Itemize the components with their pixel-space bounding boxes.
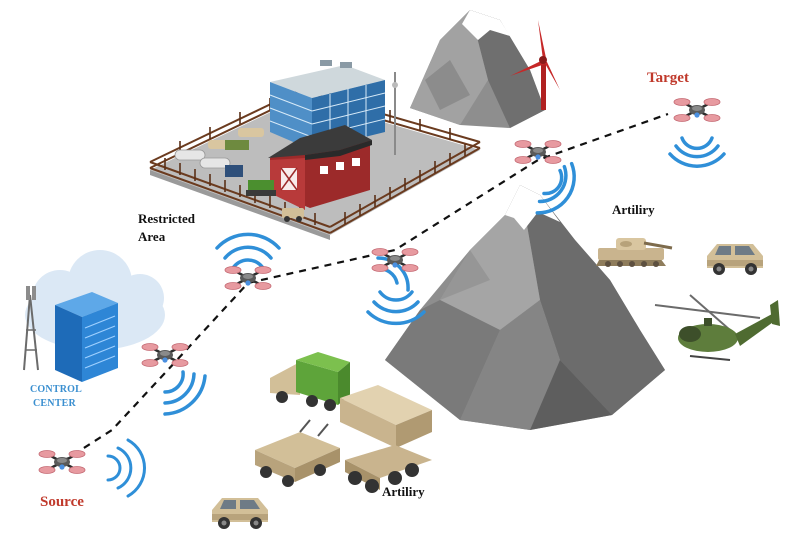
armored-vehicle-icon (707, 244, 763, 275)
cell-tower-icon (23, 286, 39, 371)
artillery-label-bottom: Artiliry (382, 484, 425, 499)
wireless-signal-icon (106, 438, 146, 498)
quadcopter-drone-icon (672, 97, 722, 123)
wind-turbine-icon (510, 20, 560, 110)
wireless-signal-icon (535, 161, 576, 215)
source-label: Source (40, 494, 84, 510)
control-center (23, 250, 165, 382)
wireless-signal-icon (668, 136, 726, 168)
helicopter-icon (654, 294, 780, 361)
quadcopter-drone-icon (37, 449, 87, 475)
restricted-area-label-line2: Area (138, 229, 166, 244)
artillery-group-bottom (212, 352, 432, 529)
quadcopter-drone-icon (513, 139, 563, 165)
armored-vehicle-icon (212, 498, 268, 529)
target-label: Target (647, 70, 689, 86)
tank-icon (594, 236, 674, 269)
restricted-area-label-line1: Restricted (138, 211, 196, 226)
quadcopter-drone-icon (223, 265, 273, 291)
military-truck-icon (270, 352, 350, 411)
missile-launcher-icon (340, 385, 432, 493)
artillery-label-top: Artiliry (612, 202, 655, 217)
artillery-group-top (594, 236, 780, 361)
control-center-label-line1: CONTROL (30, 384, 82, 395)
parked-vehicles (174, 128, 304, 222)
restricted-area-compound (149, 60, 481, 240)
wireless-signal-icon (366, 256, 426, 326)
control-center-label-line2: CENTER (33, 398, 76, 409)
wireless-signal-icon (163, 370, 207, 416)
mountain-icon-small (410, 10, 545, 128)
mountain-icon-large (385, 185, 665, 430)
wireless-signals (106, 136, 726, 498)
radar-truck-icon (255, 419, 340, 487)
barn-icon (268, 125, 372, 210)
server-rack-icon (55, 292, 118, 382)
quadcopter-drone-icon (370, 247, 420, 273)
wireless-signal-icon (215, 232, 281, 270)
